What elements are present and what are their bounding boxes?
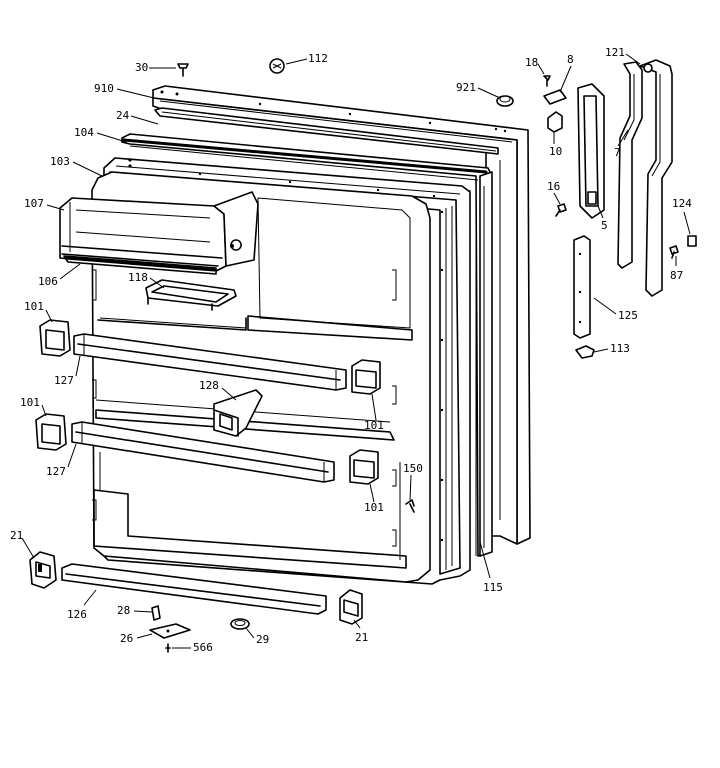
callout-101b: 101 [20,396,40,409]
callout-106: 106 [38,275,58,288]
door-stop-left [29,551,57,589]
screw-87 [669,245,679,259]
plug-921 [496,95,514,107]
door-stop-right [339,589,363,625]
callout-566: 566 [193,641,213,654]
callout-10: 10 [549,145,563,158]
hinge-rod-121 [639,59,673,297]
callout-104: 104 [74,126,94,139]
shelf-support-left-lower [35,413,67,451]
door-shelf-bar-upper [73,333,347,391]
callout-24: 24 [116,109,130,122]
hinge-rod-7 [617,61,643,269]
part-113 [575,345,595,359]
part-26 [149,623,191,639]
callout-910: 910 [94,82,114,95]
callout-101a: 101 [24,300,44,313]
bottom-trim-strip [61,563,327,615]
part-124 [687,235,697,247]
screw-16 [555,203,567,217]
callout-30: 30 [135,61,149,74]
shelf-support-right-upper [351,359,381,395]
callout-113: 113 [610,342,630,355]
screw-30 [177,63,189,77]
butter-tray [145,279,237,311]
callout-921: 921 [456,81,476,94]
shelf-divider [213,389,263,437]
callout-7: 7 [614,146,621,159]
callout-8: 8 [567,53,574,66]
callout-128: 128 [199,379,219,392]
callout-107: 107 [24,197,44,210]
callout-112: 112 [308,52,328,65]
callout-21a: 21 [10,529,24,542]
hinge-bracket-5 [577,83,605,219]
callout-127a: 127 [54,374,74,387]
callout-29: 29 [256,633,270,646]
callout-21b: 21 [355,631,369,644]
callout-18: 18 [525,56,539,69]
plug-112 [269,58,285,74]
screw-18 [543,75,551,87]
callout-28: 28 [117,604,131,617]
shelf-support-left-upper [39,319,71,357]
callout-121: 121 [605,46,625,59]
trim-125 [573,235,591,339]
screw-150 [405,499,415,513]
cap-10 [547,111,563,133]
callout-115: 115 [483,581,503,594]
callout-150: 150 [403,462,423,475]
dairy-compartment [59,191,259,275]
callout-26: 26 [120,632,134,645]
door-shelf-bar-lower [71,421,335,483]
callout-124: 124 [672,197,692,210]
bracket-8 [543,89,567,105]
callout-5: 5 [601,219,608,232]
shelf-support-right-lower [349,449,379,485]
callout-118: 118 [128,271,148,284]
callout-125: 125 [618,309,638,322]
callout-103: 103 [50,155,70,168]
small-parts-bottom [149,605,250,653]
callout-127b: 127 [46,465,66,478]
part-28 [151,605,161,621]
callout-101c: 101 [364,419,384,432]
callout-87: 87 [670,269,684,282]
callout-101d: 101 [364,501,384,514]
leader-lines [21,53,691,649]
screw-566 [165,643,171,653]
callout-16: 16 [547,180,561,193]
callout-126: 126 [67,608,87,621]
